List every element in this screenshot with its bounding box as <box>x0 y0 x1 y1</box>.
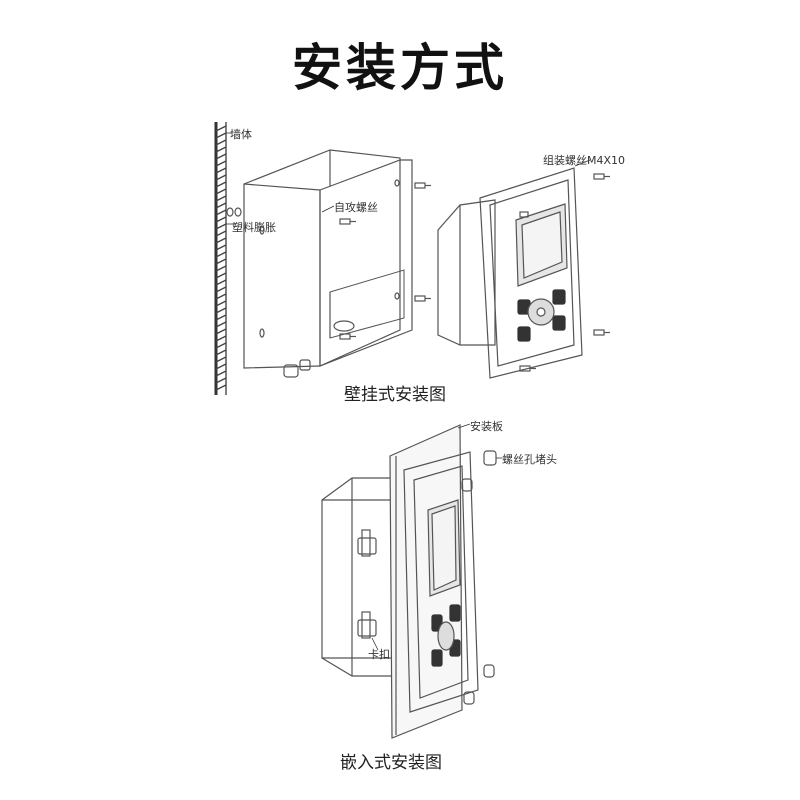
wall-hatch-mark <box>215 251 227 258</box>
wall-hatch-mark <box>215 349 227 356</box>
wall-mount-box <box>243 149 413 378</box>
wall-hatch-mark <box>215 146 227 153</box>
wall-hatch-mark <box>215 307 227 314</box>
wall-hatch-mark <box>215 328 227 335</box>
wall-hatch-mark <box>215 223 227 230</box>
wall-hatch-mark <box>215 209 227 216</box>
label-plastic-anchor: 塑料膨胀 <box>232 221 276 234</box>
wall-hatch-mark <box>215 384 227 391</box>
wall-hatch-mark <box>215 356 227 363</box>
label-assembly-screw: 组装螺丝M4X10 <box>543 154 626 167</box>
wall-hatch-mark <box>215 181 227 188</box>
label-self-tapping-screw: 自攻螺丝 <box>334 201 378 214</box>
wall-hatch-mark <box>215 286 227 293</box>
wall-hatch-mark <box>215 153 227 160</box>
wall-hatch-mark <box>215 314 227 321</box>
wall-hatch-mark <box>215 202 227 209</box>
wall-hatch-mark <box>215 363 227 370</box>
wall-hatch-mark <box>215 174 227 181</box>
page-title: 安装方式 <box>292 39 508 97</box>
wall-hatch-mark <box>215 216 227 223</box>
wall-hatch-mark <box>215 195 227 202</box>
wall-hatch-mark <box>215 188 227 195</box>
label-clip: 卡扣 <box>368 648 390 661</box>
wall-hatch-mark <box>215 272 227 279</box>
wall-hatch-mark <box>215 279 227 286</box>
label-mounting-plate: 安装板 <box>470 420 503 433</box>
caption-wall-mount: 壁挂式安装图 <box>344 385 446 405</box>
wall-hatch-mark <box>215 244 227 251</box>
wall-hatch-mark <box>215 342 227 349</box>
wall-hatch-mark <box>215 377 227 384</box>
wall-hatch-mark <box>215 321 227 328</box>
controller-embedded <box>321 424 497 739</box>
wall-hatch-mark <box>215 370 227 377</box>
label-wall: 墙体 <box>230 128 252 141</box>
wall-hatch-mark <box>215 160 227 167</box>
wall-hatch-mark <box>215 293 227 300</box>
wall-hatch-mark <box>215 230 227 237</box>
controller-wall <box>437 167 610 379</box>
wall-hatch-mark <box>215 237 227 244</box>
plastic-anchors <box>226 207 242 217</box>
wall-hatch-mark <box>215 300 227 307</box>
wall <box>214 122 227 395</box>
wall-hatch-mark <box>215 265 227 272</box>
wall-hatch-mark <box>215 139 227 146</box>
wall-hatch-mark <box>215 167 227 174</box>
wall-hatch-mark <box>215 335 227 342</box>
self-tapping-screws <box>339 182 431 340</box>
wall-hatch-mark <box>215 258 227 265</box>
wall-hatch-mark <box>215 132 227 139</box>
caption-embedded-mount: 嵌入式安装图 <box>340 753 442 773</box>
label-screw-hole-plug: 螺丝孔堵头 <box>502 453 557 466</box>
wall-hatch-mark <box>215 125 227 132</box>
